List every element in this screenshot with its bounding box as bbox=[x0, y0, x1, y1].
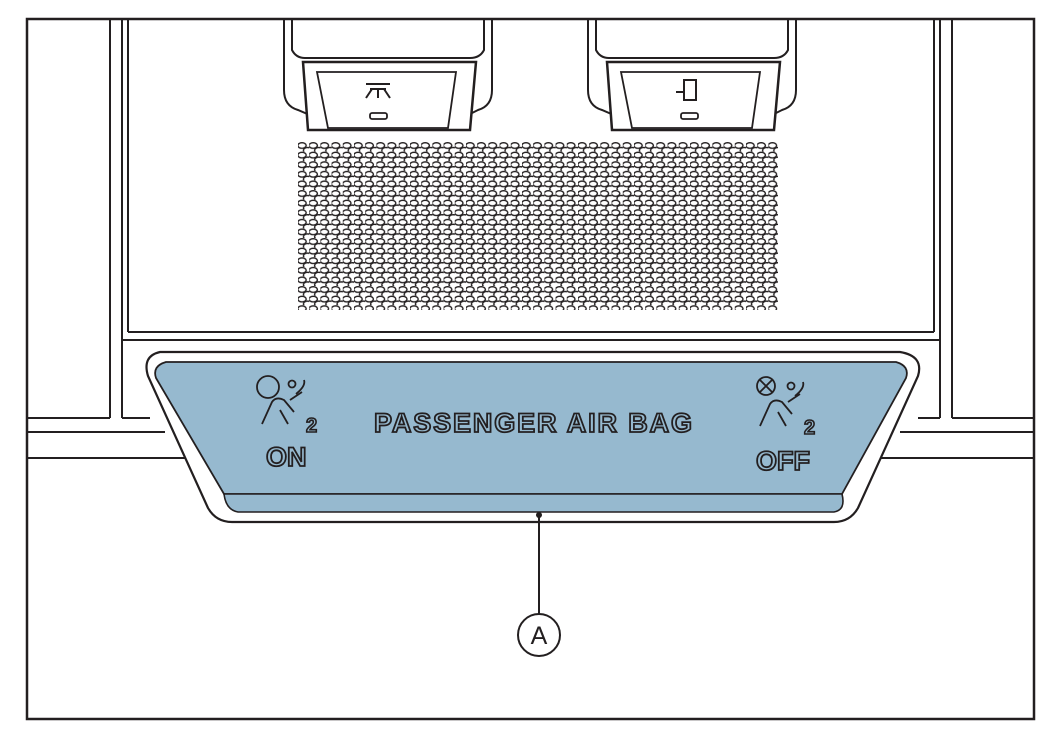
seat-light-indicator bbox=[680, 112, 699, 120]
seat-light-button[interactable] bbox=[587, 20, 797, 132]
map-light-indicator bbox=[369, 112, 388, 120]
airbag-off-seat-number: 2 bbox=[804, 417, 815, 439]
seat-light-icon bbox=[676, 79, 697, 101]
callout-a: A bbox=[517, 512, 561, 657]
map-light-button[interactable] bbox=[283, 20, 493, 132]
callout-circle bbox=[517, 613, 561, 657]
airbag-on-indicator: 2 ON bbox=[256, 375, 318, 473]
airbag-on-label: ON bbox=[266, 442, 307, 472]
map-light-icon bbox=[365, 83, 391, 99]
airbag-off-icon bbox=[756, 376, 805, 427]
passenger-airbag-panel: 2 ON PASSENGER AIR BAG 2 OFF bbox=[145, 350, 921, 524]
airbag-on-seat-number: 2 bbox=[306, 415, 317, 437]
speaker-grille bbox=[298, 142, 778, 310]
callout-letter: A bbox=[531, 622, 548, 650]
console-housing bbox=[27, 20, 1034, 459]
passenger-airbag-label: PASSENGER AIR BAG bbox=[374, 408, 692, 438]
airbag-on-icon bbox=[256, 375, 306, 425]
airbag-off-label: OFF bbox=[756, 446, 810, 476]
airbag-off-indicator: 2 OFF bbox=[755, 376, 816, 477]
